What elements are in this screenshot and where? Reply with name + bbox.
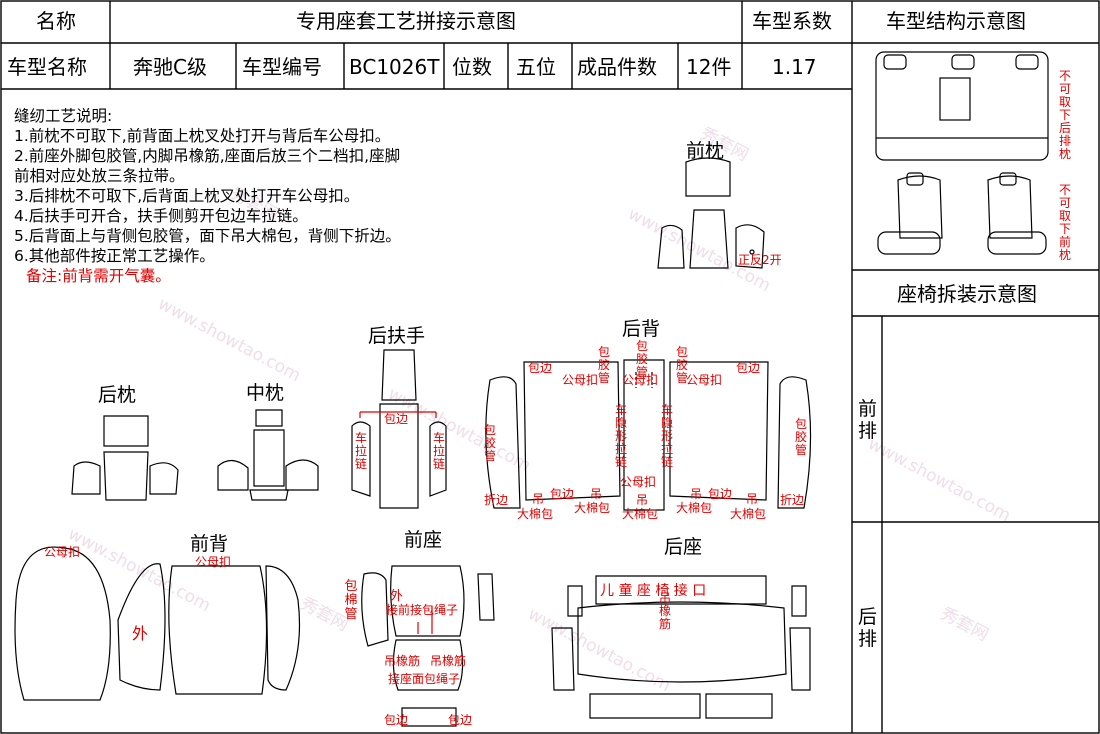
notes-title: 缝纫工艺说明:: [14, 107, 113, 125]
note-item: 前相对应处放三条拉带。: [14, 167, 185, 185]
front-back-snap-label: 公母扣: [44, 545, 81, 559]
rear-back-tube-label: 包胶管: [636, 339, 649, 379]
rear-back-snap-label: 公母扣: [562, 373, 599, 387]
rear-back-binding-label: 包边: [528, 361, 553, 375]
rear-back-tube-label: 包胶管: [676, 345, 689, 385]
structure-sketch: [875, 51, 1049, 255]
rear-headrest-note: 不可取下后排枕: [1058, 69, 1071, 161]
front-headrest-title: 前枕: [686, 140, 725, 162]
rear-back-cotton-label: 大棉包: [676, 501, 713, 515]
rear-back-tube-side-label: 包胶管: [483, 423, 496, 463]
rear-back-snap-label: 公母扣: [622, 373, 659, 387]
rear-back-fold-label: 折边: [484, 493, 509, 507]
rear-armrest-title: 后扶手: [368, 325, 426, 347]
front-seat-rope-label: 接前接包绳子: [386, 603, 459, 617]
front-back-outer-label: 外: [132, 624, 149, 643]
rear-back-pieces: [485, 359, 812, 511]
seats-label: 位数: [452, 55, 492, 79]
model-name-label: 车型名称: [7, 55, 87, 79]
coef-label: 车型系数: [752, 9, 832, 33]
rear-back-zipper-label: 车隐形拉链: [614, 403, 627, 469]
rear-back-binding-label: 包边: [708, 487, 733, 501]
pieces-value: 12件: [686, 55, 732, 79]
rear-back-zipper-label: 车隐形拉链: [660, 403, 673, 469]
rear-back-binding-label: 包边: [550, 487, 575, 501]
front-back-title: 前背: [190, 533, 229, 555]
front-headrest-note: 正反2开: [738, 253, 782, 267]
structure-label: 车型结构示意图: [886, 9, 1026, 33]
rear-row-label: 后排: [858, 606, 878, 650]
front-seat-binding-label: 包边: [448, 713, 473, 727]
rear-seat-title: 后座: [664, 536, 703, 558]
rear-back-title: 后背: [622, 318, 661, 340]
rear-back-fold-label: 折边: [780, 493, 805, 507]
note-item: 4.后扶手可开合，扶手侧剪开包边车拉链。: [14, 207, 308, 225]
sewing-notes: 缝纫工艺说明: 1.前枕不可取下,前背面上枕叉处打开与背后车公母扣。 2.前座外…: [14, 106, 401, 286]
page-title: 专用座套工艺拼接示意图: [296, 9, 516, 33]
rear-back-cotton-label: 大棉包: [730, 507, 767, 521]
front-seat-pieces: [361, 565, 495, 727]
note-item: 6.其他部件按正常工艺操作。: [14, 247, 215, 265]
rear-back-cotton-label: 大棉包: [574, 501, 611, 515]
pieces-label: 成品件数: [577, 55, 657, 79]
rear-back-snap-label: 公母扣: [686, 373, 723, 387]
middle-headrest-pieces: [217, 409, 319, 501]
coef-value: 1.17: [772, 55, 817, 79]
front-seat-elastic-label: 吊橡筋: [430, 654, 467, 668]
rear-back-hang-label: 吊: [746, 492, 759, 506]
rear-back-hang-label: 吊: [636, 493, 649, 507]
front-back-pieces: [14, 546, 301, 701]
note-item: 2.前座外脚包胶管,内脚吊橡筋,座面后放三个二档扣,座脚: [14, 147, 401, 165]
rear-back-hang-label: 吊: [590, 487, 603, 501]
name-label: 名称: [36, 9, 76, 33]
middle-headrest-title: 中枕: [246, 382, 285, 404]
front-seat-tube-label: 包棉管: [344, 579, 358, 622]
notes-remark: 备注:前背需开气囊。: [26, 267, 171, 285]
note-item: 3.后排枕不可取下,后背面上枕叉处打开车公母扣。: [14, 187, 360, 205]
front-headrest-note: 不可取下前枕: [1058, 183, 1071, 262]
front-seat-rope-seat-label: 接座面包绳子: [388, 672, 461, 686]
rear-back-hang-label: 吊: [532, 492, 545, 506]
rear-back-snap-label: 公母扣: [620, 475, 657, 489]
model-code: BC1026T: [349, 55, 440, 79]
front-back-snap-label: 公母扣: [195, 555, 232, 569]
rear-back-tube-side-label: 包胶管: [794, 417, 807, 457]
rear-armrest-pieces: [351, 349, 447, 509]
front-seat-binding-label: 包边: [384, 713, 409, 727]
front-seat-outer-label: 外: [390, 589, 404, 604]
rear-seat-pieces: [551, 575, 811, 719]
rear-back-hang-label: 吊: [690, 487, 703, 501]
rear-back-tube-label: 包胶管: [598, 345, 611, 385]
rear-headrest-title: 后枕: [98, 384, 137, 406]
front-headrest-pieces: [657, 157, 765, 269]
model-name: 奔驰C级: [133, 55, 207, 79]
armrest-edge-label: 包边: [384, 412, 409, 426]
armrest-zipper-label: 车拉链: [432, 431, 445, 471]
note-item: 1.前枕不可取下,前背面上枕叉处打开与背后车公母扣。: [14, 127, 391, 145]
seats-value: 五位: [516, 55, 556, 79]
front-row-label: 前排: [858, 398, 878, 442]
rear-back-binding-label: 包边: [736, 361, 761, 375]
front-seat-title: 前座: [404, 529, 443, 551]
rear-back-cotton-label: 大棉包: [622, 507, 659, 521]
armrest-zipper-label: 车拉链: [354, 431, 367, 471]
rear-back-cotton-label: 大棉包: [517, 507, 554, 521]
model-code-label: 车型编号: [242, 55, 322, 79]
rear-seat-elastic-label: 吊橡筋: [658, 591, 671, 631]
disassembly-label: 座椅拆装示意图: [897, 282, 1037, 306]
rear-seat-child-seat-label: 儿 童 座 椅 接 口: [600, 583, 707, 599]
front-seat-elastic-label: 吊橡筋: [384, 654, 421, 668]
rear-headrest-pieces: [71, 415, 179, 501]
note-item: 5.后背面上与背侧包胶管，面下吊大棉包，背侧下折边。: [14, 227, 401, 245]
